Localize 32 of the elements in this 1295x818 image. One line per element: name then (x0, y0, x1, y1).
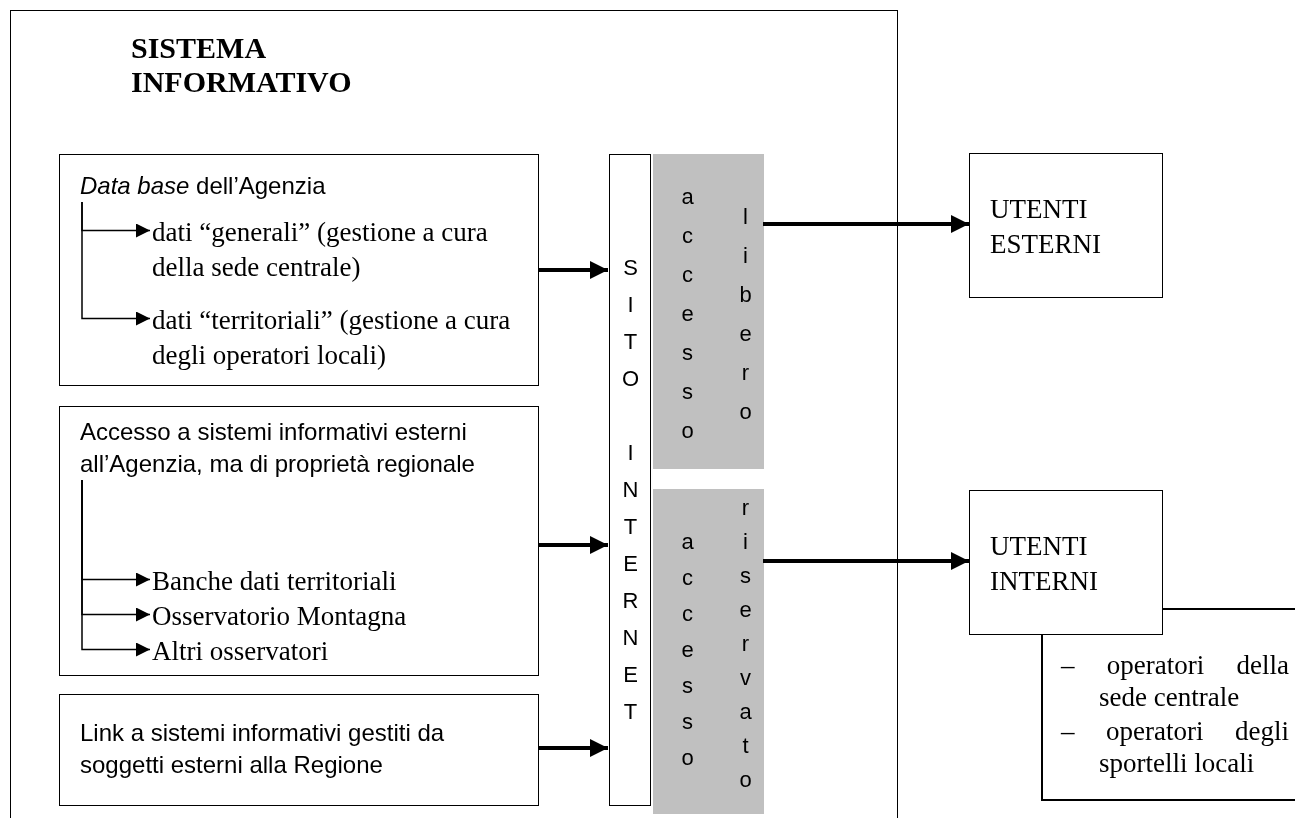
list-text: Osservatorio Montagna (152, 599, 522, 634)
vertical-label: libero (733, 204, 757, 438)
list-text: Data base dell’Agenzia (80, 170, 500, 204)
info-box: UTENTI ESTERNI (969, 153, 1163, 298)
note-box (1041, 635, 1295, 801)
access-panel (653, 489, 764, 814)
list-text: Altri osservatori (152, 634, 522, 669)
info-box: Link a sistemi informativi gestiti da soggetti esterni alla Regione (59, 694, 539, 806)
arrow (538, 536, 608, 554)
list-item: – operatori della sede centrale (1061, 649, 1289, 713)
list-item: – operatori degli sportelli locali (1061, 715, 1289, 779)
vertical-label: accesso (675, 184, 699, 457)
vertical-label: accesso (675, 529, 699, 781)
content-box (59, 154, 539, 386)
vertical-label: SITO INTERNET (618, 255, 642, 736)
arrow (538, 739, 608, 757)
list-text: dati “territoriali” (gestione a cura degli operatori locali) (152, 303, 527, 375)
system-panel (10, 10, 898, 818)
vertical-label: riservato (733, 495, 757, 801)
access-panel (653, 154, 764, 469)
list-text: Accesso a sistemi informativi esterni all’Agenzia, ma di proprietà regionale (80, 416, 532, 482)
content-box (59, 406, 539, 676)
list-text: dati “generali” (gestione a cura della sede centrale) (152, 215, 527, 287)
list-text: Banche dati territoriali (152, 564, 522, 599)
arrow (763, 552, 969, 570)
arrow (763, 215, 969, 233)
arrow (538, 261, 608, 279)
site-bar (609, 154, 651, 806)
panel-heading: SISTEMA INFORMATIVO (131, 31, 353, 99)
arrow (81, 479, 151, 657)
arrow (81, 201, 151, 326)
info-box: UTENTI INTERNI (969, 490, 1163, 635)
